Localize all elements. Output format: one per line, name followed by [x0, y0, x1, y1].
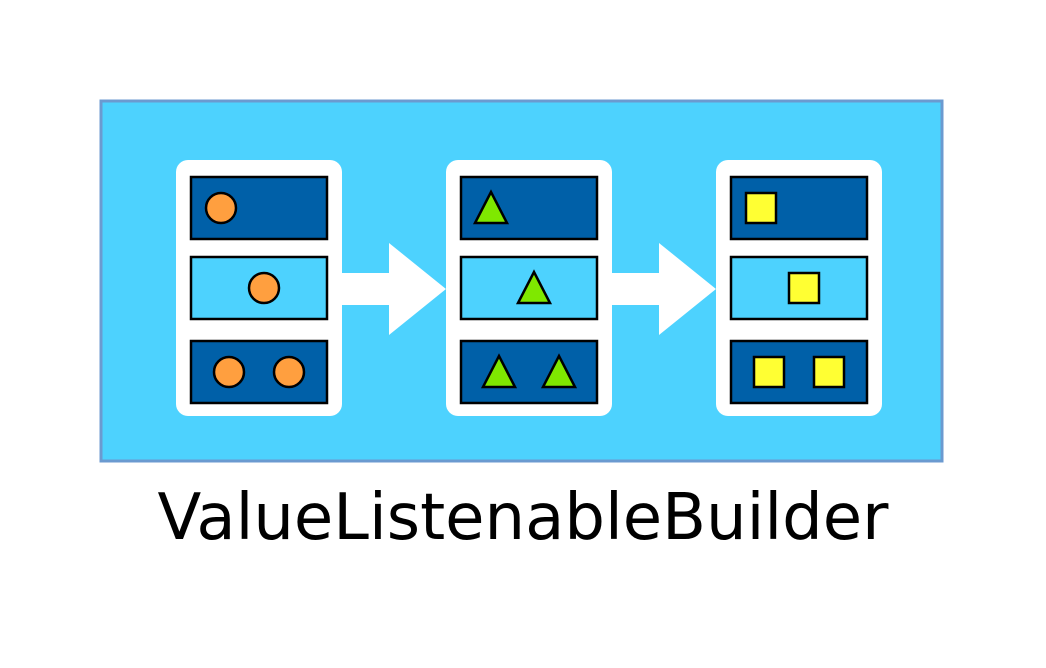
- flow-arrow-icon: [612, 243, 716, 335]
- stage-card: [176, 160, 342, 416]
- flow-arrow-icon: [342, 243, 446, 335]
- circle-icon: [204, 191, 238, 225]
- stage-card: [446, 160, 612, 416]
- triangle-icon: [480, 353, 518, 389]
- stage-row: [729, 339, 869, 405]
- square-icon: [744, 191, 778, 225]
- diagram-caption: ValueListenableBuilder: [157, 481, 889, 555]
- circle-icon: [247, 271, 281, 305]
- stage-card: [716, 160, 882, 416]
- triangle-icon: [540, 353, 578, 389]
- square-icon: [812, 355, 846, 389]
- circle-icon: [272, 355, 306, 389]
- triangle-icon: [472, 189, 510, 225]
- stage-row: [189, 339, 329, 405]
- triangle-icon: [515, 269, 553, 305]
- square-icon: [787, 271, 821, 305]
- circle-icon: [212, 355, 246, 389]
- square-icon: [752, 355, 786, 389]
- stage-row: [459, 339, 599, 405]
- stage-row: [729, 175, 869, 241]
